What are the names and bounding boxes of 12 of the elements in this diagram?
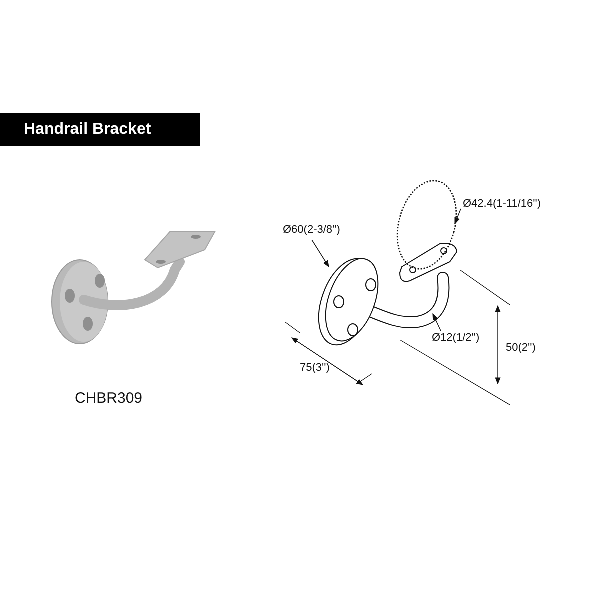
title-banner: Handrail Bracket: [0, 113, 200, 146]
dimension-label: Ø42.4(1-11/16''): [463, 198, 541, 210]
leader-line: [432, 313, 442, 332]
dimension-label: Ø60(2-3/8''): [283, 224, 340, 236]
dimension-label: 50(2''): [506, 342, 536, 354]
model-number: CHBR309: [75, 390, 143, 407]
dimension-label: 75(3''): [300, 362, 330, 374]
dimension-label: Ø12(1/2''): [432, 332, 480, 344]
handrail-outline: [396, 180, 458, 270]
wall-plate: [318, 258, 379, 346]
leader-line: [454, 208, 462, 225]
leader-line: [312, 240, 330, 268]
